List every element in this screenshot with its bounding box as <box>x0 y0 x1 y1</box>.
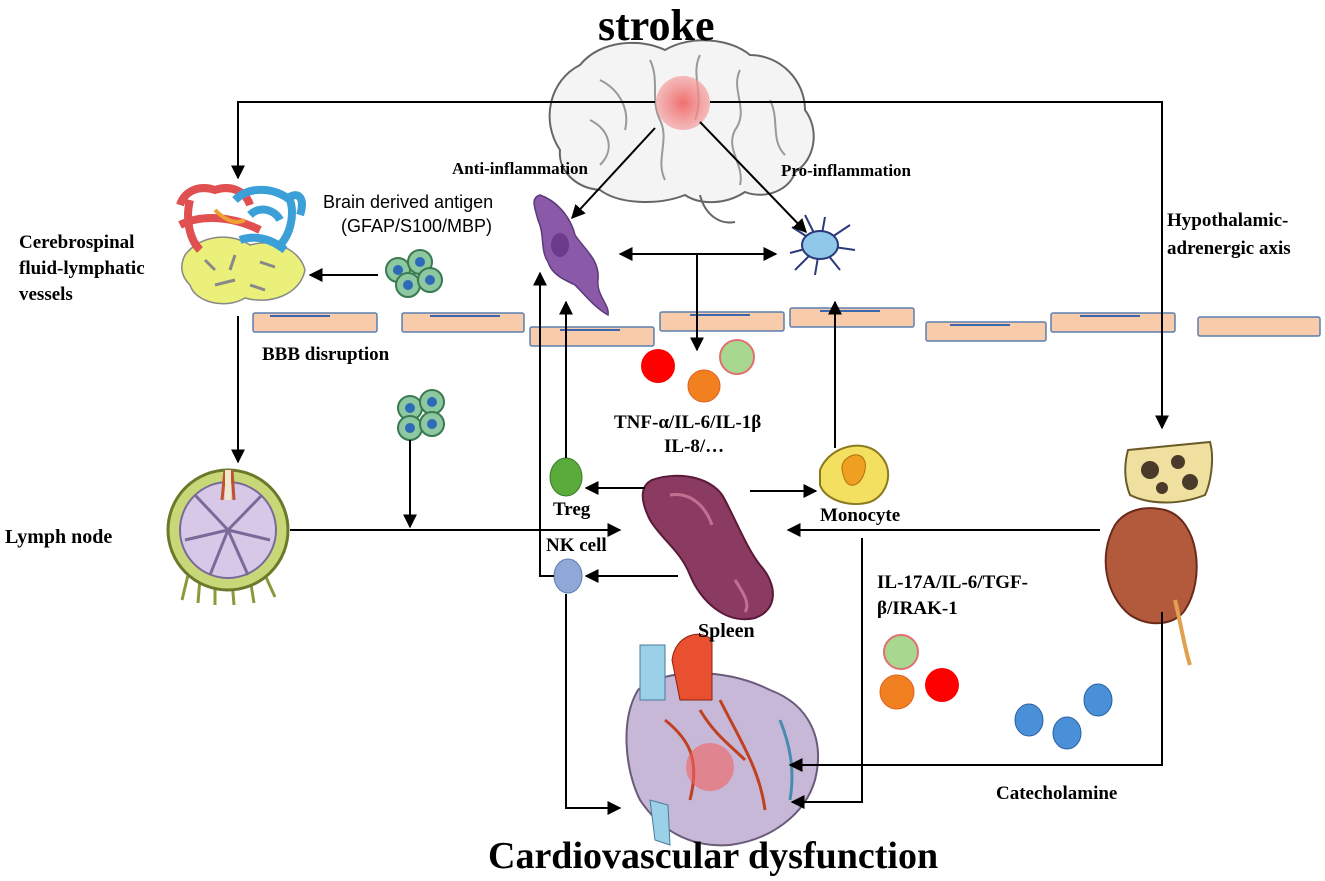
antigen-cluster-icon <box>385 249 443 298</box>
title-stroke: stroke <box>598 1 715 50</box>
arrows <box>231 101 1169 815</box>
label-csf-1: Cerebrospinal <box>19 232 135 253</box>
title-cardiovascular-dysfunction: Cardiovascular dysfunction <box>488 835 939 877</box>
cytokine-green <box>719 339 755 375</box>
label-anti-inflammation: Anti-inflammation <box>452 159 588 178</box>
catecholamine-1 <box>1014 703 1044 737</box>
label-monocyte: Monocyte <box>820 505 901 526</box>
label-cytokines-2: IL-8/… <box>664 436 725 457</box>
cytokine-red-2 <box>925 668 959 702</box>
spleen-icon <box>641 474 774 621</box>
label-lymph-node: Lymph node <box>5 526 113 548</box>
label-brain-antigen-1: Brain derived antigen <box>323 192 494 212</box>
brain-icon <box>548 39 815 224</box>
label-brain-antigen-2: (GFAP/S100/MBP) <box>341 216 493 236</box>
label-spleen: Spleen <box>698 620 755 642</box>
lymphatic-vessels-icon <box>176 184 306 305</box>
label-nk-cell: NK cell <box>546 535 607 556</box>
label-bbb-disruption: BBB disruption <box>262 344 390 365</box>
label-cytokines-1: TNF-α/IL-6/IL-1β <box>614 412 762 433</box>
label-hpa-2: adrenergic axis <box>1167 238 1291 259</box>
cytokine-green-2 <box>883 634 919 670</box>
bbb-nuclei <box>270 310 1140 331</box>
lymph-node-icon <box>166 468 290 606</box>
label-csf-3: vessels <box>19 284 73 305</box>
catecholamine-2 <box>1052 716 1082 750</box>
cytokine-orange-2 <box>879 674 915 710</box>
label-catecholamine: Catecholamine <box>996 783 1118 804</box>
kidney-adrenal-icon <box>1104 440 1214 666</box>
cytokine-orange <box>687 369 721 403</box>
antigen-cluster-icon-2 <box>397 389 445 441</box>
label-il17-1: IL-17A/IL-6/TGF- <box>877 572 1028 593</box>
bbb-endothelial-row <box>252 307 1321 347</box>
label-il17-2: β/IRAK-1 <box>877 598 958 619</box>
label-treg: Treg <box>553 499 591 520</box>
label-pro-inflammation: Pro-inflammation <box>781 161 912 180</box>
nk-cell <box>553 558 583 594</box>
macrophage-icon <box>533 194 609 317</box>
catecholamine-3 <box>1083 683 1113 717</box>
cytokine-red <box>641 349 675 383</box>
dendritic-cell-icon <box>789 214 856 276</box>
label-hpa-1: Hypothalamic- <box>1167 210 1289 231</box>
heart-icon <box>625 633 819 847</box>
label-csf-2: fluid-lymphatic <box>19 258 145 279</box>
stroke-lesion <box>656 76 710 130</box>
treg-cell <box>549 457 583 497</box>
monocyte-icon <box>819 444 890 505</box>
